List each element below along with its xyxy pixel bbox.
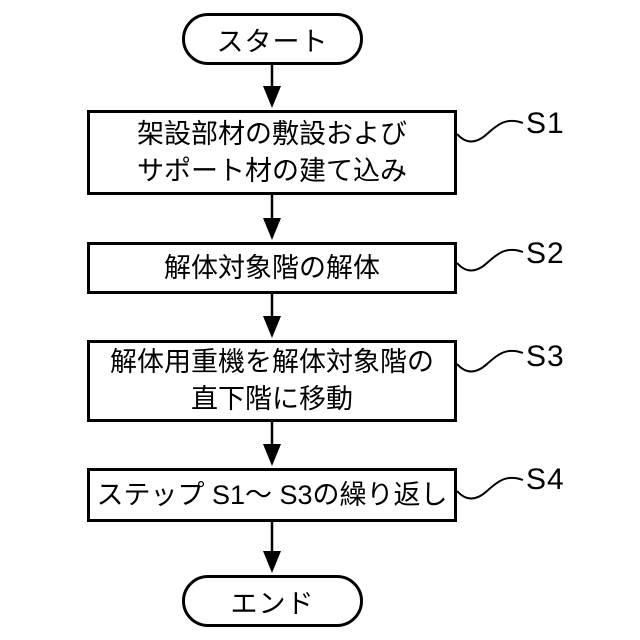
arrow-s2-to-s3 bbox=[263, 292, 281, 338]
arrow-s3-to-s4 bbox=[263, 420, 281, 466]
end-label: エンド bbox=[230, 588, 315, 619]
node-step-s2: 解体対象階の解体 bbox=[87, 242, 457, 294]
step-ref-label-s1: S1 bbox=[526, 107, 565, 140]
leader-line-s1 bbox=[456, 119, 524, 143]
process-text-line: 架設部材の敷設および bbox=[137, 118, 407, 149]
start-label: スタート bbox=[216, 26, 329, 57]
process-text-line: ステップ S1～ S3の繰り返し bbox=[96, 479, 448, 510]
node-end: エンド bbox=[182, 575, 363, 627]
node-step-s1: 架設部材の敷設および サポート材の建て込み bbox=[87, 110, 457, 195]
leader-line-s4 bbox=[456, 476, 524, 500]
process-text-line: 解体対象階の解体 bbox=[164, 252, 380, 283]
step-ref-label-s4: S4 bbox=[526, 463, 565, 496]
node-step-s3: 解体用重機を解体対象階の 直下階に移動 bbox=[87, 340, 457, 422]
process-text-line: 解体用重機を解体対象階の bbox=[110, 347, 434, 377]
arrow-s1-to-s2 bbox=[263, 193, 281, 240]
step-ref-label-s3: S3 bbox=[526, 340, 565, 373]
leader-line-s2 bbox=[456, 248, 524, 272]
process-text-line: 直下階に移動 bbox=[191, 384, 353, 414]
node-start: スタート bbox=[182, 13, 363, 65]
arrow-start-to-s1 bbox=[263, 64, 281, 108]
step-ref-label-s2: S2 bbox=[526, 237, 565, 270]
node-step-s4: ステップ S1～ S3の繰り返し bbox=[87, 468, 457, 522]
leader-line-s3 bbox=[456, 349, 524, 373]
arrow-s4-to-end bbox=[263, 520, 281, 573]
process-text-line: サポート材の建て込み bbox=[137, 155, 407, 186]
